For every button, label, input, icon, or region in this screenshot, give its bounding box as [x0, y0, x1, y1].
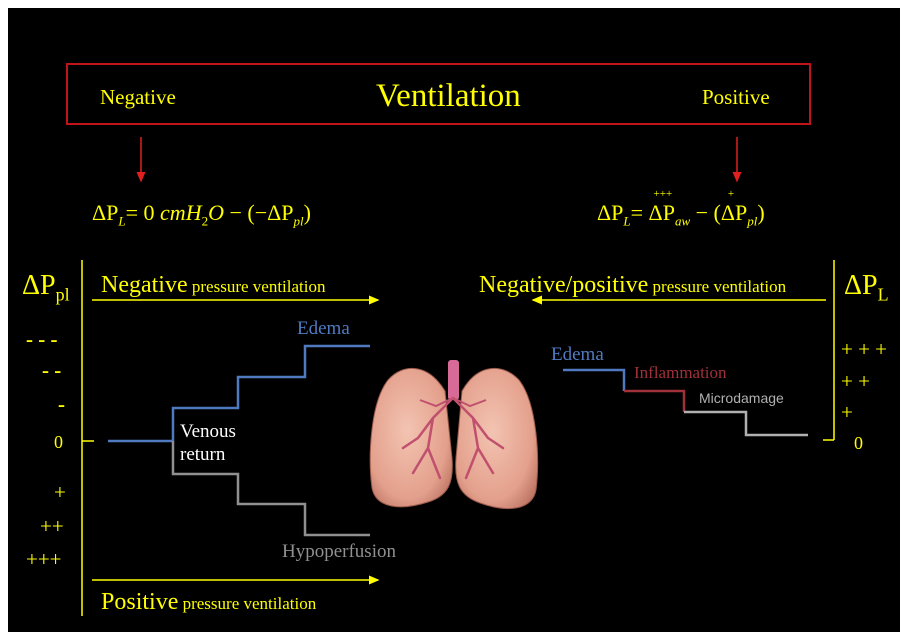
hypoperfusion-step-curve: [171, 441, 370, 537]
left-tick-pos1: +: [54, 480, 66, 504]
right-tick-pos1: +: [841, 400, 853, 424]
ventilation-title: Ventilation: [376, 78, 521, 114]
left-tick-zero: 0: [54, 432, 63, 452]
right-equation: ΔPL= +++ΔPaw − (+ΔPpl): [597, 188, 765, 229]
right-axis-label: ΔPL: [844, 270, 889, 305]
inflammation-label: Inflammation: [634, 363, 727, 382]
left-edema-label: Edema: [297, 318, 350, 339]
right-tick-zero: 0: [854, 433, 863, 453]
right-edema-step: [563, 368, 626, 391]
inflammation-step: [624, 389, 686, 412]
trachea: [448, 360, 459, 400]
hypoperfusion-label: Hypoperfusion: [282, 541, 396, 562]
left-tick-pos2: ++: [40, 514, 64, 538]
neg-pos-ventilation-label: Negative/positive pressure ventilation: [479, 272, 787, 298]
lungs-illustration: [369, 360, 539, 510]
left-tick-pos3: +++: [26, 547, 62, 571]
right-tick-pos3: + + +: [841, 337, 888, 361]
bronchi-upper: [419, 397, 487, 408]
negative-label: Negative: [100, 85, 176, 109]
left-equation: ΔPL= 0 cmH2O − (−ΔPpl): [92, 200, 311, 229]
left-tick-neg3: - - -: [26, 327, 58, 351]
positive-ventilation-label: Positive pressure ventilation: [101, 589, 317, 615]
edema-step-curve: [171, 344, 370, 441]
left-tick-neg1: -: [58, 392, 65, 416]
slide-canvas: Negative Ventilation Positive ΔPL= 0 cmH…: [8, 8, 900, 632]
right-edema-label: Edema: [551, 344, 604, 365]
right-lung: [455, 367, 539, 510]
microdamage-step: [684, 410, 808, 437]
left-axis-label: ΔPpl: [22, 270, 70, 305]
diagram-graphics: [81, 137, 835, 616]
left-tick-neg2: - -: [42, 358, 62, 382]
ventilation-header-box: [66, 63, 811, 125]
positive-label: Positive: [702, 85, 770, 109]
negative-ventilation-label: Negative pressure ventilation: [101, 272, 326, 298]
bronchial-tree: [401, 396, 505, 480]
venous-return-label: Venous return: [180, 421, 236, 465]
right-tick-pos2: + +: [841, 369, 870, 393]
microdamage-label: Microdamage: [699, 390, 784, 406]
left-lung: [369, 367, 453, 508]
